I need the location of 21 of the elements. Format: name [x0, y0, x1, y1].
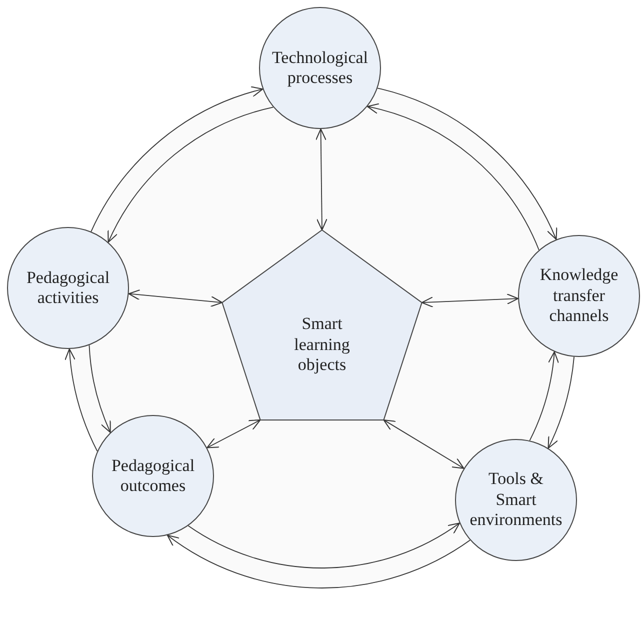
arrow: [166, 534, 471, 588]
node-label: Technological processes: [272, 48, 368, 88]
arrow: [188, 522, 460, 568]
arrow: [90, 86, 264, 232]
arrow: [108, 106, 274, 243]
node-label: Pedagogical activities: [25, 268, 111, 308]
arrow: [65, 348, 98, 452]
arrow: [529, 351, 559, 441]
node-label: Tools & Smart environments: [468, 469, 564, 531]
node-label: Smart learning objects: [293, 314, 351, 376]
arrow: [366, 104, 540, 250]
arrow: [128, 289, 223, 307]
arrow: [315, 128, 328, 230]
arrow: [383, 419, 464, 469]
arrow: [548, 356, 574, 449]
node-label: Pedagogical outcomes: [110, 456, 196, 496]
arrow: [421, 294, 519, 308]
arrow: [377, 88, 557, 240]
arrow: [206, 419, 261, 448]
node-label: Knowledge transfer channels: [538, 265, 620, 327]
arrow: [88, 344, 112, 433]
